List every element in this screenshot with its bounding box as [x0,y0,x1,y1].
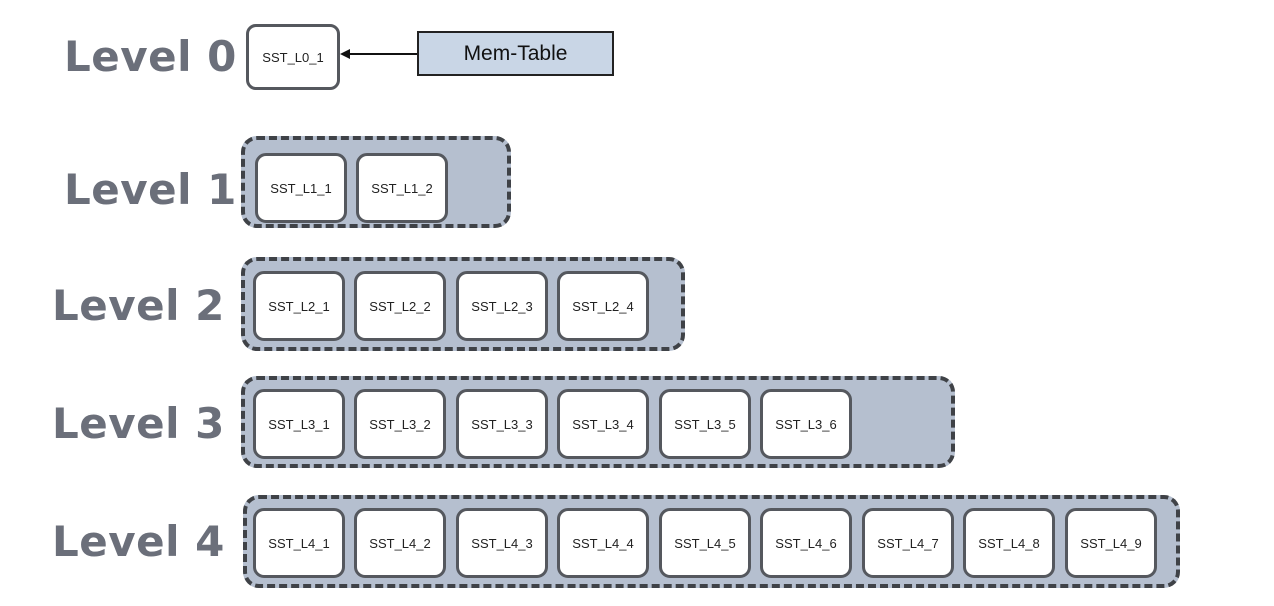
sst-file-l0-1: SST_L0_1 [246,24,340,90]
level-4-label: Level 4 [52,517,225,566]
level-2-group: SST_L2_1 SST_L2_2 SST_L2_3 SST_L2_4 [241,257,685,351]
sst-file: SST_L3_1 [253,389,345,459]
sst-file: SST_L3_3 [456,389,548,459]
level-4-group: SST_L4_1 SST_L4_2 SST_L4_3 SST_L4_4 SST_… [243,495,1180,588]
flush-arrow-icon [340,49,418,59]
sst-file: SST_L4_2 [354,508,446,578]
sst-file: SST_L4_8 [963,508,1055,578]
level-0-label: Level 0 [64,32,237,81]
sst-file: SST_L4_5 [659,508,751,578]
level-2-label: Level 2 [52,281,225,330]
level-3-label: Level 3 [52,399,225,448]
sst-file: SST_L3_6 [760,389,852,459]
sst-file: SST_L3_5 [659,389,751,459]
level-1-label: Level 1 [64,165,237,214]
sst-file: SST_L2_3 [456,271,548,341]
sst-file: SST_L2_4 [557,271,649,341]
sst-file: SST_L1_1 [255,153,347,223]
sst-file: SST_L4_7 [862,508,954,578]
sst-file: SST_L2_2 [354,271,446,341]
mem-table-box: Mem-Table [417,31,614,76]
sst-file: SST_L3_4 [557,389,649,459]
sst-file: SST_L4_3 [456,508,548,578]
level-3-group: SST_L3_1 SST_L3_2 SST_L3_3 SST_L3_4 SST_… [241,376,955,468]
sst-file: SST_L2_1 [253,271,345,341]
sst-file: SST_L4_4 [557,508,649,578]
sst-file: SST_L4_6 [760,508,852,578]
sst-file: SST_L4_9 [1065,508,1157,578]
sst-file: SST_L3_2 [354,389,446,459]
sst-file: SST_L1_2 [356,153,448,223]
sst-file: SST_L4_1 [253,508,345,578]
level-1-group: SST_L1_1 SST_L1_2 [241,136,511,228]
